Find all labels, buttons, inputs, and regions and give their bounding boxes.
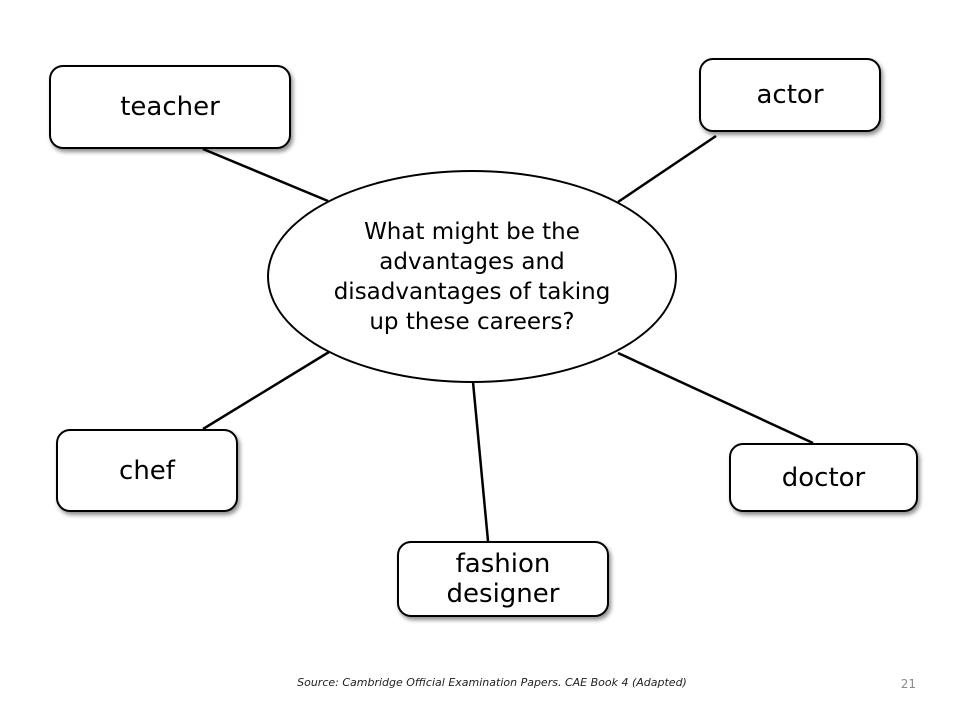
- central-question-line-4: up these careers?: [369, 308, 575, 335]
- node-teacher-label: teacher: [120, 92, 220, 122]
- node-fashion-designer-label-line-2: designer: [446, 579, 560, 609]
- connector-chef: [202, 350, 330, 431]
- node-fashion-designer-label-line-1: fashion: [455, 549, 551, 579]
- page-number: 21: [900, 677, 916, 691]
- connector-actor: [617, 134, 717, 204]
- central-question-line-1: What might be the: [364, 218, 580, 245]
- node-doctor-label: doctor: [781, 462, 866, 493]
- source-note: Source: Cambridge Official Examination P…: [297, 676, 687, 689]
- node-chef: chef: [56, 429, 238, 512]
- connector-doctor: [617, 351, 814, 445]
- connector-fashion-designer: [471, 381, 490, 542]
- node-chef-label: chef: [119, 455, 175, 486]
- central-question-line-3: disadvantages of taking: [333, 278, 611, 305]
- central-question-line-2: advantages and: [379, 248, 565, 275]
- node-teacher: teacher: [49, 65, 291, 149]
- connector-teacher: [202, 147, 329, 203]
- node-actor: actor: [699, 58, 881, 132]
- central-question: What might be the advantages and disadva…: [267, 170, 677, 383]
- node-fashion-designer: fashion designer: [397, 541, 609, 617]
- node-actor-label: actor: [756, 80, 824, 110]
- node-doctor: doctor: [729, 443, 918, 512]
